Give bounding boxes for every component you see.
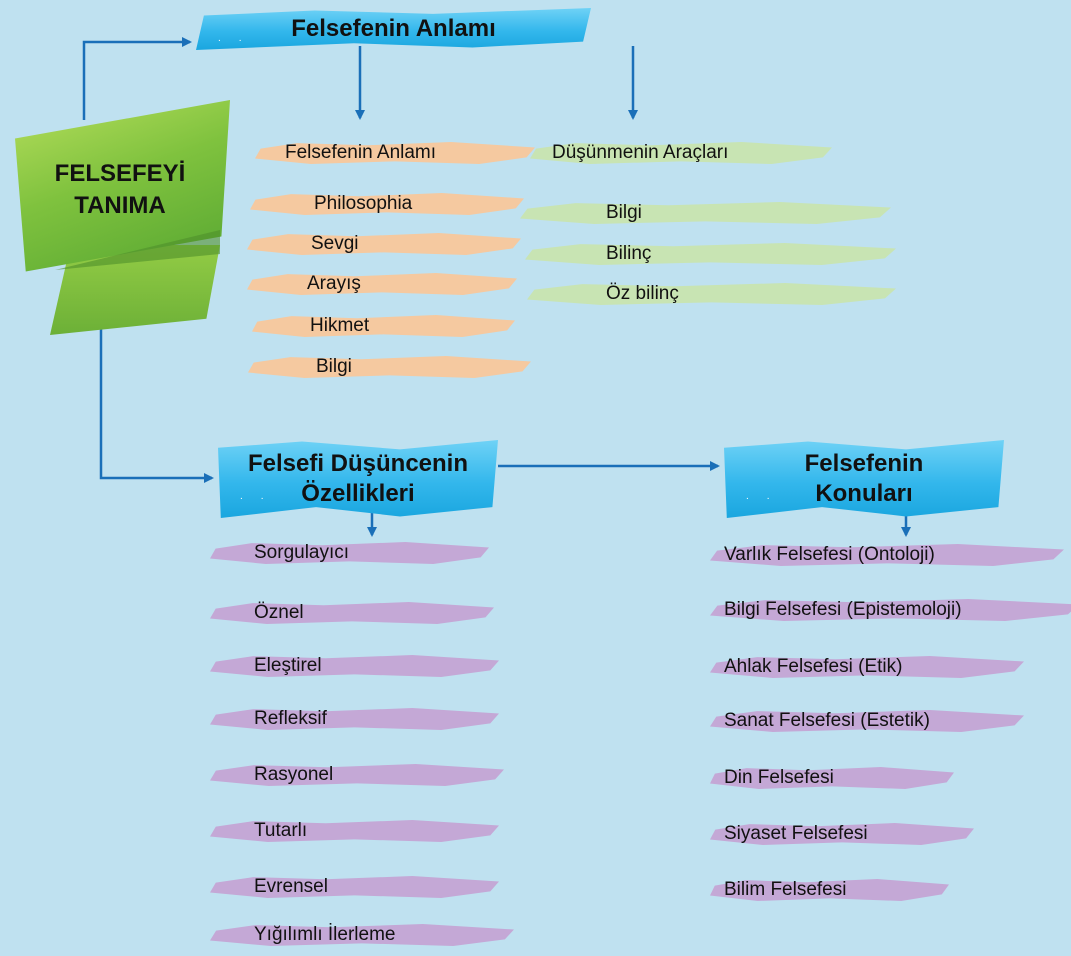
banner-topics: Felsefenin Konuları .. — [724, 440, 1004, 518]
tools-item: Bilinç — [525, 237, 896, 271]
tools-item: Bilgi — [520, 196, 891, 230]
arrow-center-to-features — [99, 318, 214, 483]
topic-item: Sanat Felsefesi (Estetik) — [710, 704, 1024, 738]
meaning-item: Bilgi — [248, 350, 531, 384]
meaning-item: Sevgi — [247, 227, 521, 261]
banner-dots-decoration: .. — [240, 491, 282, 502]
banner-features: Felsefi Düşüncenin Özellikleri .. — [218, 440, 498, 518]
banner-meaning-title: Felsefenin Anlamı — [291, 15, 496, 42]
meaning-item: Philosophia — [250, 187, 524, 221]
feature-item: Rasyonel — [210, 758, 504, 792]
feature-item: Evrensel — [210, 870, 499, 904]
banner-topics-line2: Konuları — [815, 480, 913, 507]
center-title-line2: TANIMA — [74, 192, 166, 219]
banner-features-line2: Özellikleri — [301, 480, 415, 507]
center-title-line1: FELSEFEYİ — [54, 160, 186, 187]
banner-dots-decoration: .. — [218, 33, 260, 44]
feature-item: Öznel — [210, 596, 494, 630]
banner-meaning: Felsefenin Anlamı .. — [196, 8, 591, 50]
arrow-center-to-top — [82, 37, 192, 120]
banner-features-line1: Felsefi Düşüncenin — [247, 450, 469, 477]
feature-item: Tutarlı — [210, 814, 499, 848]
meaning-item: Hikmet — [252, 309, 515, 343]
banner-dots-decoration: .. — [746, 491, 788, 502]
meaning-item: Arayış — [247, 267, 517, 301]
feature-item: Eleştirel — [210, 649, 499, 683]
center-title: FELSEFEYİ TANIMA — [40, 158, 200, 222]
topic-item: Varlık Felsefesi (Ontoloji) — [710, 538, 1064, 572]
topic-item: Bilgi Felsefesi (Epistemoloji) — [710, 593, 1071, 627]
meaning-item: Felsefenin Anlamı — [255, 136, 535, 170]
topic-item: Bilim Felsefesi — [710, 873, 949, 907]
topic-item: Ahlak Felsefesi (Etik) — [710, 650, 1024, 684]
feature-item: Refleksif — [210, 702, 499, 736]
topic-item: Din Felsefesi — [710, 761, 954, 795]
tools-item: Öz bilinç — [527, 277, 896, 311]
feature-item: Yığılımlı İlerleme — [210, 918, 514, 952]
feature-item: Sorgulayıcı — [210, 536, 489, 570]
tools-title: Düşünmenin Araçları — [530, 136, 832, 170]
topic-item: Siyaset Felsefesi — [710, 817, 974, 851]
banner-topics-line1: Felsefenin — [804, 450, 924, 477]
